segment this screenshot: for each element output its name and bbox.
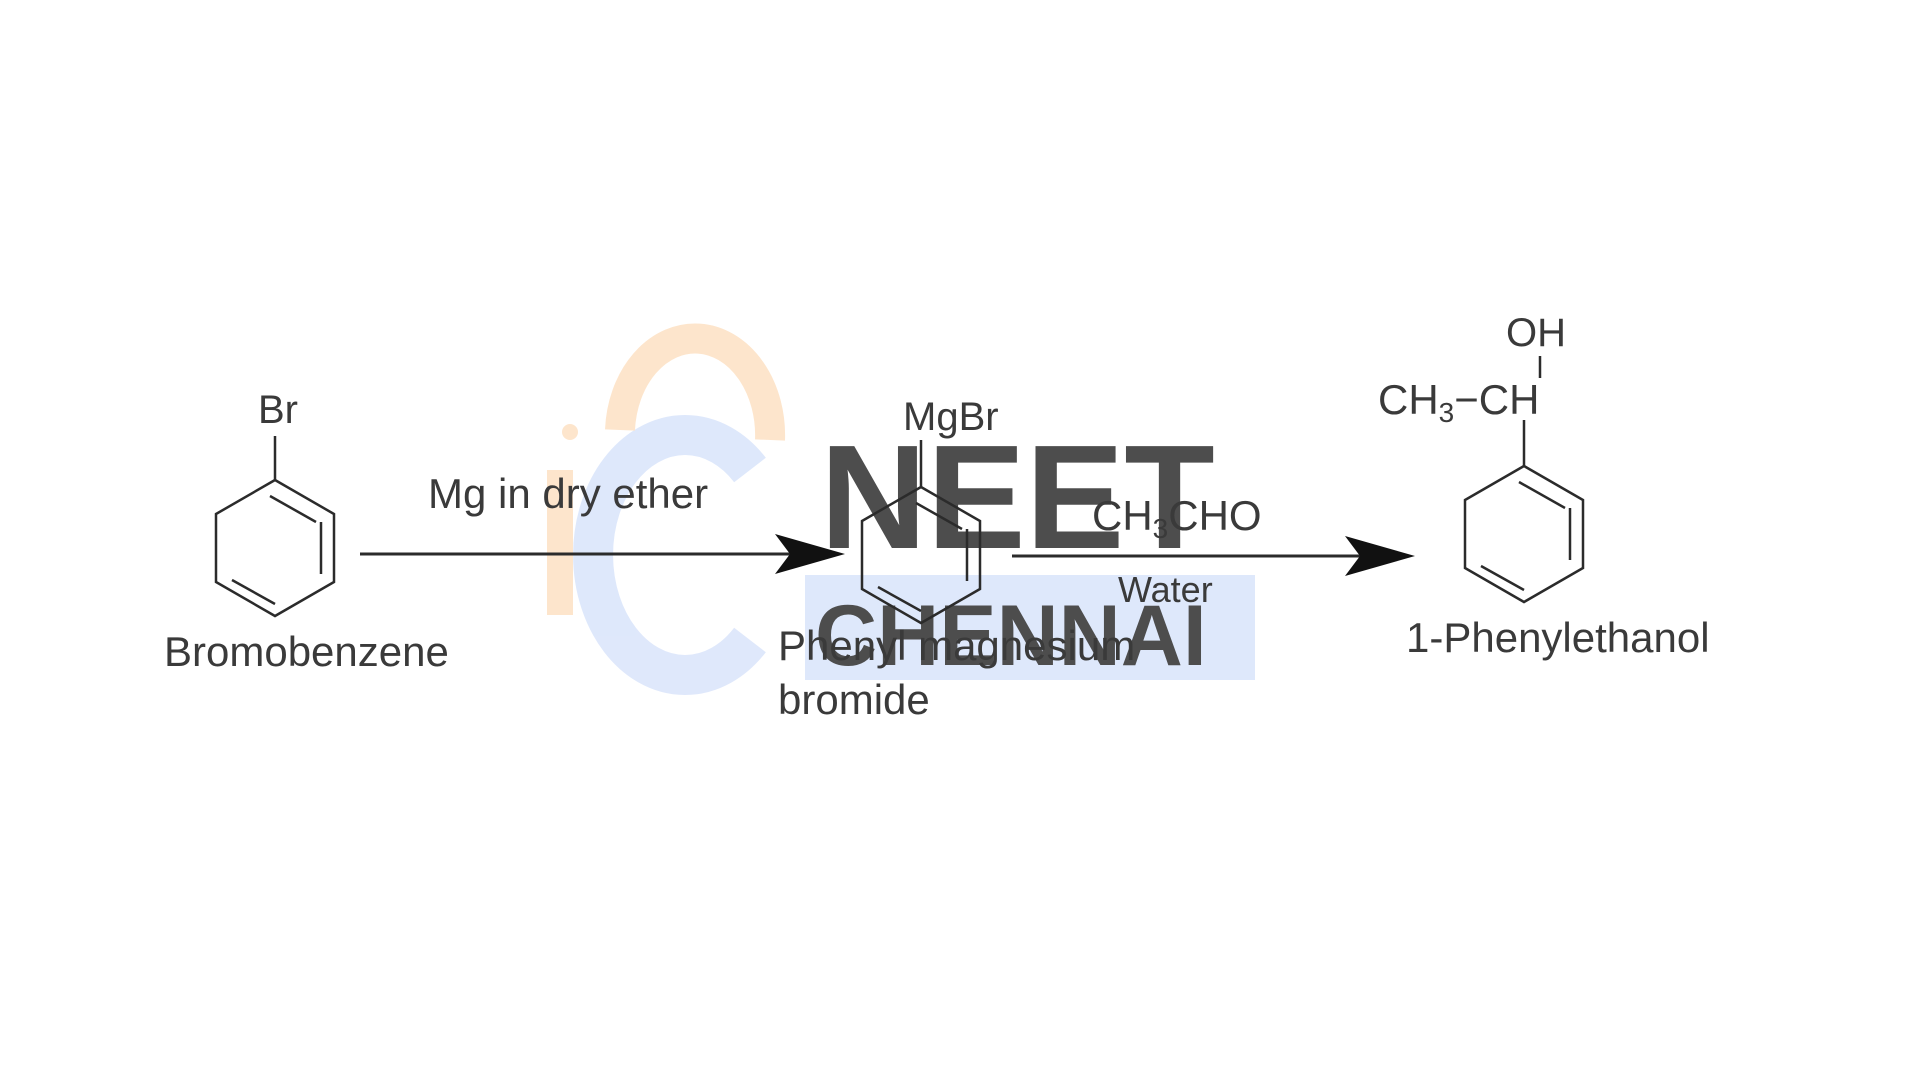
double-bond-intermediate-3 bbox=[877, 585, 922, 613]
intermediate-phenylmagnesium-bromide bbox=[860, 440, 982, 625]
product-1-phenylethanol bbox=[1463, 356, 1585, 604]
product-ch3-ch: CH bbox=[1378, 376, 1439, 423]
arrow-step2 bbox=[1012, 536, 1415, 576]
benzene-ring-reactant bbox=[214, 478, 336, 618]
double-bond-product-3 bbox=[1480, 564, 1525, 592]
product-ch: CH bbox=[1479, 376, 1540, 423]
reagent-step2-cho: CHO bbox=[1168, 492, 1261, 539]
intermediate-label-line2: bromide bbox=[778, 676, 930, 723]
intermediate-label-line1: Phenyl magnesium bbox=[778, 622, 1135, 669]
double-bond-intermediate-2 bbox=[915, 501, 963, 531]
watermark-logo-arc bbox=[605, 323, 786, 441]
product-label: 1-Phenylethanol bbox=[1406, 614, 1710, 661]
reagent-step2-ch: CH bbox=[1092, 492, 1153, 539]
double-bond-reactant-2 bbox=[269, 494, 317, 524]
product-chain: CH3−CH bbox=[1378, 376, 1539, 428]
reactant-label: Bromobenzene bbox=[164, 628, 449, 675]
reagent-step2-below: Water bbox=[1118, 569, 1213, 610]
watermark-word-top: NEET bbox=[820, 415, 1215, 580]
double-bond-product-2 bbox=[1518, 480, 1566, 510]
product-ch3-subscript: 3 bbox=[1439, 397, 1455, 428]
reagent-step2-subscript: 3 bbox=[1153, 513, 1169, 544]
reagent-step1: Mg in dry ether bbox=[428, 470, 708, 517]
arrow-step1 bbox=[360, 534, 845, 574]
substituent-br: Br bbox=[258, 388, 298, 432]
watermark-dot bbox=[562, 424, 578, 440]
arrow-step1-head bbox=[775, 534, 845, 574]
benzene-ring-product bbox=[1463, 464, 1585, 604]
benzene-ring-intermediate bbox=[860, 485, 982, 625]
watermark: NEET CHENNAI bbox=[547, 323, 1255, 695]
product-chain-dash: − bbox=[1454, 376, 1479, 423]
watermark-banner bbox=[805, 575, 1255, 680]
watermark-word-bottom: CHENNAI bbox=[815, 588, 1207, 684]
double-bond-reactant-3 bbox=[231, 578, 276, 606]
reagent-step2: CH3CHO bbox=[1092, 492, 1262, 544]
reactant-bromobenzene bbox=[214, 436, 336, 618]
product-oh: OH bbox=[1506, 311, 1566, 355]
arrow-step2-head bbox=[1345, 536, 1415, 576]
substituent-mgbr: MgBr bbox=[903, 395, 999, 439]
